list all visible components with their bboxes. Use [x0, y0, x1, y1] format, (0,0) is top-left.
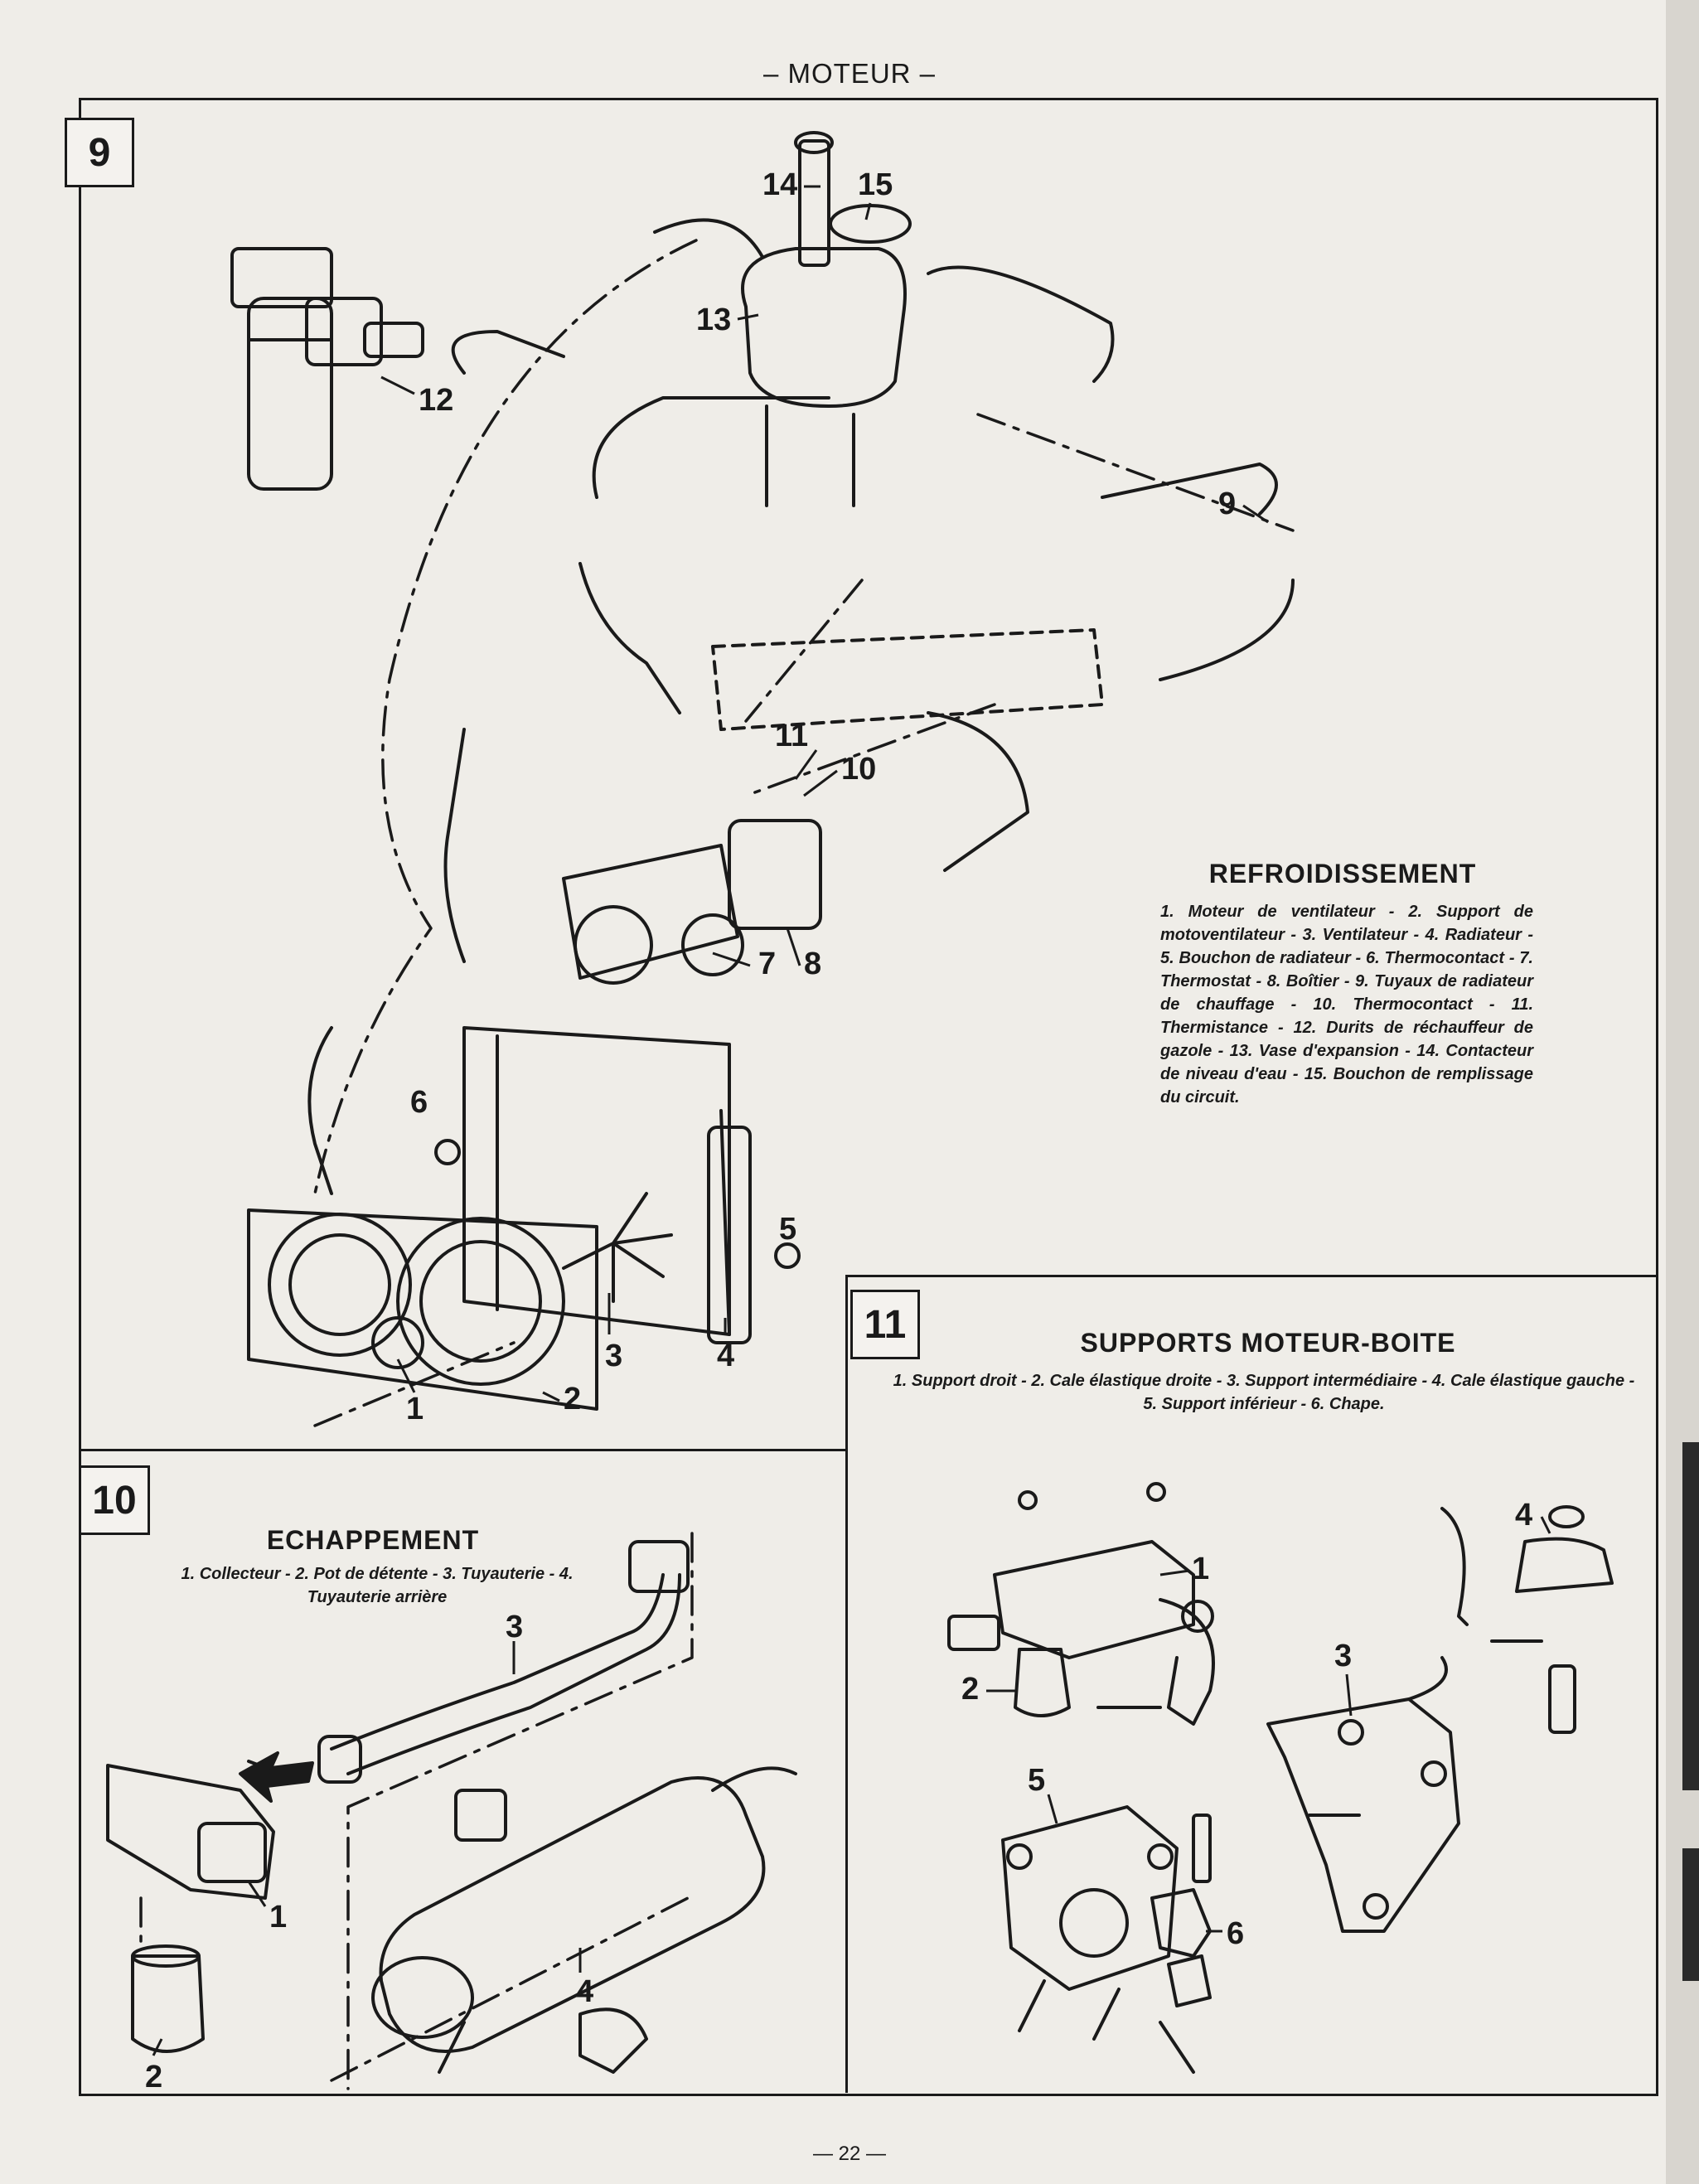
- callout-4: 4: [576, 1974, 593, 2009]
- lower-support-drawing: [1001, 1805, 1179, 2041]
- pipe-flange-drawing: [317, 1735, 362, 1784]
- callout-5: 5: [779, 1212, 796, 1247]
- heater-hose: [1101, 462, 1278, 516]
- hose: [451, 330, 565, 375]
- fan-assembly-drawing: [247, 1192, 673, 1411]
- callout-2: 2: [145, 2060, 162, 2094]
- exhaust-pipe-drawing: [330, 1573, 681, 1775]
- clevis-drawing: [1150, 1814, 1212, 2074]
- hose: [927, 265, 1115, 383]
- panel10-caption: 1. Collecteur - 2. Pot de détente - 3. T…: [181, 1565, 574, 1606]
- heater-hose: [1159, 579, 1295, 681]
- panel9-caption: 1. Moteur de ventilateur - 2. Support de…: [1160, 903, 1533, 1107]
- panel10-top-border: [79, 1449, 848, 1451]
- panel11-left-border: [845, 1275, 848, 2093]
- callout-3: 3: [1334, 1639, 1352, 1673]
- callout-6: 6: [410, 1085, 428, 1120]
- panel10-number: 10: [79, 1465, 150, 1535]
- direction-arrow-icon: [239, 1751, 314, 1803]
- routing-line: [313, 1341, 516, 1427]
- panel9-title: REFROIDISSEMENT: [1208, 859, 1477, 889]
- intermediate-support-drawing: [1266, 1656, 1460, 1933]
- callout-10: 10: [841, 752, 876, 787]
- exhaust-manifold-drawing: [106, 1764, 275, 1900]
- rear-muffler-drawing: [371, 1766, 797, 2074]
- page-footer: — 22 —: [812, 2143, 887, 2165]
- engine-block-outline: [711, 628, 1104, 731]
- hose: [578, 562, 681, 714]
- callout-2: 2: [961, 1672, 979, 1707]
- callout-1: 1: [269, 1900, 287, 1935]
- callout-3: 3: [506, 1610, 523, 1644]
- page-header: – MOTEUR –: [762, 58, 937, 89]
- callout-8: 8: [804, 947, 821, 981]
- hose: [927, 711, 1029, 872]
- pipe-flange-drawing: [628, 1540, 690, 1593]
- edge-tab-mark: [1682, 1848, 1699, 1981]
- hose: [443, 728, 466, 963]
- radiator-drawing: [462, 1026, 752, 1344]
- callout-11: 11: [775, 719, 808, 753]
- panel11-top-border: [845, 1275, 1656, 1277]
- diesel-filter-drawing: [230, 247, 424, 491]
- thermostat-housing-drawing: [562, 819, 822, 985]
- hose: [592, 396, 830, 499]
- callout-15: 15: [858, 167, 893, 202]
- panel11-caption: 1. Support droit - 2. Cale élastique dro…: [893, 1372, 1635, 1413]
- stud-drawing: [1548, 1664, 1576, 1734]
- routing-line: [976, 413, 1295, 532]
- callout-13: 13: [696, 303, 731, 337]
- edge-tab-mark: [1682, 1442, 1699, 1790]
- routing-line: [330, 1896, 690, 2082]
- page-frame: [79, 98, 1658, 2096]
- callout-1: 1: [1192, 1552, 1209, 1586]
- left-elastic-mount-drawing: [1440, 1505, 1614, 1643]
- panel9-number: 9: [65, 118, 134, 187]
- callout-6: 6: [1227, 1916, 1244, 1951]
- callout-2: 2: [564, 1382, 581, 1416]
- radiator-cap-drawing: [774, 1242, 801, 1269]
- callout-1: 1: [406, 1392, 424, 1426]
- callout-9: 9: [1218, 487, 1236, 521]
- panel11-number: 11: [850, 1290, 920, 1359]
- hose: [653, 218, 764, 259]
- routing-line: [744, 703, 996, 797]
- expansion-pot-drawing: [131, 1944, 205, 2053]
- panel10-title: ECHAPPEMENT: [266, 1525, 480, 1555]
- callout-4: 4: [717, 1339, 734, 1373]
- right-elastic-mount-drawing: [1014, 1648, 1071, 1717]
- callout-7: 7: [758, 947, 776, 981]
- callout-14: 14: [762, 167, 797, 202]
- panel11-title: SUPPORTS MOTEUR-BOITE: [1080, 1328, 1456, 1358]
- callout-4: 4: [1515, 1498, 1532, 1533]
- right-support-drawing: [947, 1482, 1215, 1726]
- routing-line: [313, 239, 698, 1195]
- routing-line: [744, 579, 864, 723]
- page-edge: [1666, 0, 1699, 2184]
- callout-5: 5: [1028, 1763, 1045, 1798]
- routing-line: [346, 1532, 694, 2090]
- hose: [307, 1026, 333, 1195]
- thermocontact-drawing: [434, 1139, 461, 1165]
- callout-12: 12: [419, 383, 453, 418]
- callout-3: 3: [605, 1339, 622, 1373]
